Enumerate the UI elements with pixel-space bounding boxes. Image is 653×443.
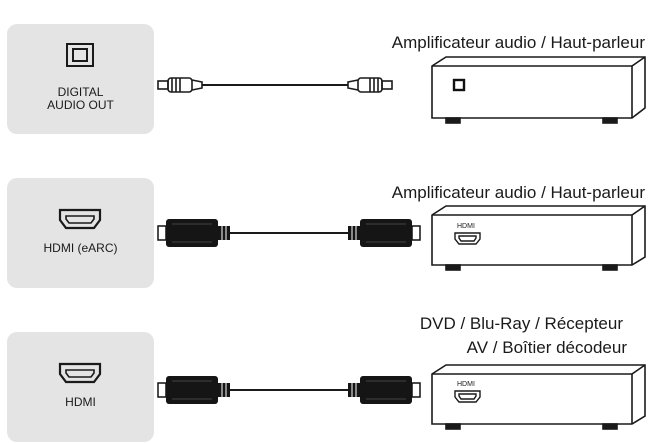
amplifier-device — [431, 56, 646, 124]
port-label-line1: DIGITAL — [57, 85, 104, 99]
tv-port-panel-digital-audio: DIGITAL AUDIO OUT — [7, 24, 154, 134]
amplifier-device — [431, 205, 646, 271]
optical-cable — [157, 77, 393, 93]
optical-port-icon — [452, 78, 466, 92]
device-port-label: HDMI — [457, 381, 475, 388]
hdmi-port-icon — [58, 208, 102, 230]
device-title-amplifier-1: Amplificateur audio / Haut-parleur — [391, 33, 645, 52]
device-title-amplifier-2: Amplificateur audio / Haut-parleur — [391, 183, 645, 202]
hdmi-cable — [157, 376, 421, 404]
device-port-label: HDMI — [457, 223, 475, 230]
tv-port-panel-hdmi: HDMI — [7, 332, 154, 442]
port-label: HDMI (eARC) — [43, 241, 118, 255]
port-label-line2: AUDIO OUT — [47, 98, 114, 112]
dvd-receiver-device — [431, 364, 646, 430]
optical-port-icon — [66, 43, 94, 67]
hdmi-port-icon — [454, 232, 481, 245]
device-title-dvd-line1: DVD / Blu-Ray / Récepteur — [419, 314, 623, 333]
hdmi-port-icon — [454, 390, 481, 403]
device-title-dvd-line2: AV / Boîtier décodeur — [466, 338, 627, 357]
port-label: HDMI — [65, 395, 96, 409]
tv-port-panel-hdmi-earc: HDMI (eARC) — [7, 178, 154, 288]
hdmi-cable — [157, 219, 421, 247]
hdmi-port-icon — [58, 362, 102, 384]
